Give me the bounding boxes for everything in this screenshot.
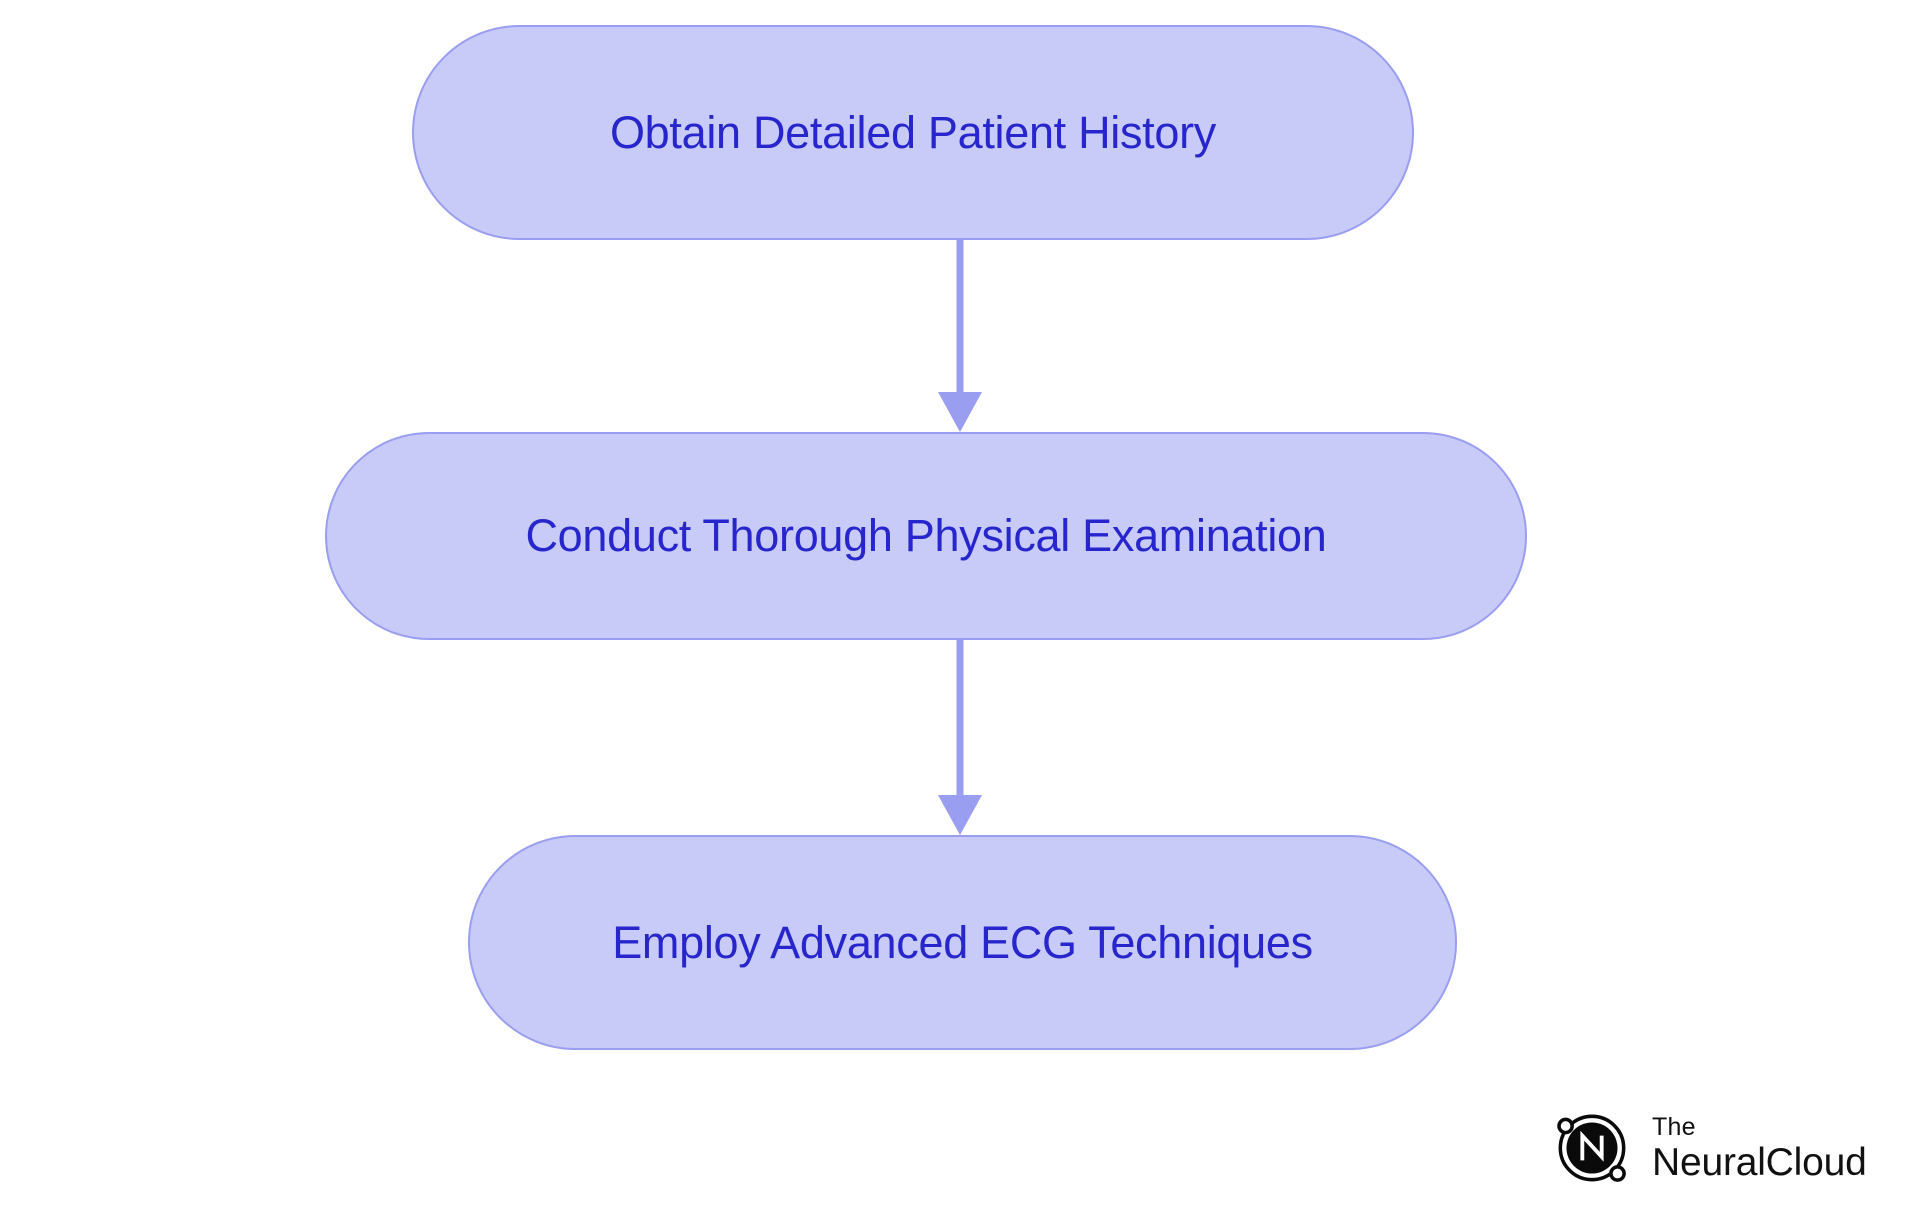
brand-logo-line-1: The bbox=[1652, 1112, 1696, 1141]
brand-logo: The NeuralCloud bbox=[1548, 1098, 1878, 1198]
arrowhead-down-icon bbox=[938, 795, 982, 835]
flow-node-obtain-detailed-patient-history[interactable]: Obtain Detailed Patient History bbox=[412, 25, 1414, 240]
flow-node-label: Conduct Thorough Physical Examination bbox=[525, 510, 1327, 562]
edge-node1-to-node2 bbox=[938, 240, 982, 432]
arrowhead-down-icon bbox=[938, 392, 982, 432]
neuralcloud-n-icon bbox=[1557, 1114, 1626, 1182]
flow-node-label: Employ Advanced ECG Techniques bbox=[612, 916, 1313, 968]
brand-logo-line-2: NeuralCloud bbox=[1652, 1140, 1867, 1184]
flow-node-label: Obtain Detailed Patient History bbox=[609, 106, 1216, 158]
brand-logo-text: The NeuralCloud bbox=[1652, 1112, 1867, 1184]
flow-node-conduct-thorough-physical-examination[interactable]: Conduct Thorough Physical Examination bbox=[325, 432, 1527, 640]
flow-node-employ-advanced-ecg-techniques[interactable]: Employ Advanced ECG Techniques bbox=[468, 835, 1457, 1050]
edge-node2-to-node3 bbox=[938, 640, 982, 835]
